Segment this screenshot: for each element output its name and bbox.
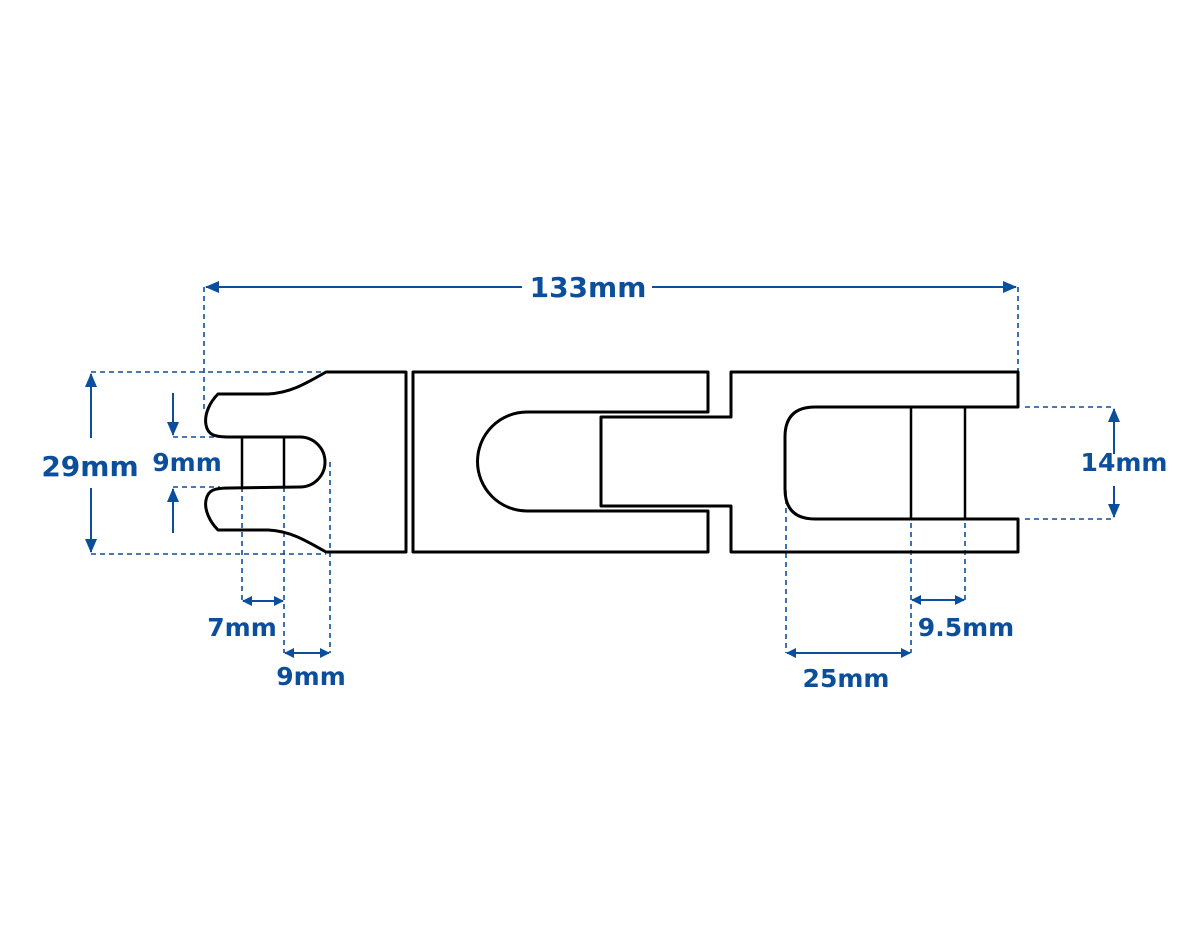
pin-width-left-label: 7mm: [207, 613, 277, 642]
overall-height-label: 29mm: [41, 450, 138, 483]
slot-depth-right-label: 25mm: [803, 664, 890, 693]
extension-lines: [91, 287, 1114, 653]
slot-height-right-label: 14mm: [1081, 448, 1168, 477]
overall-length-label: 133mm: [530, 271, 647, 304]
right-fork-part: [599, 370, 1020, 554]
middle-link-part: [411, 370, 710, 554]
left-fork-part: [204, 370, 408, 554]
pin-width-right-label: 9.5mm: [918, 613, 1014, 642]
tongue-tip-left-label: 9mm: [276, 662, 346, 691]
slot-gap-left-label: 9mm: [152, 448, 222, 477]
dimension-arrows: [85, 281, 1120, 658]
